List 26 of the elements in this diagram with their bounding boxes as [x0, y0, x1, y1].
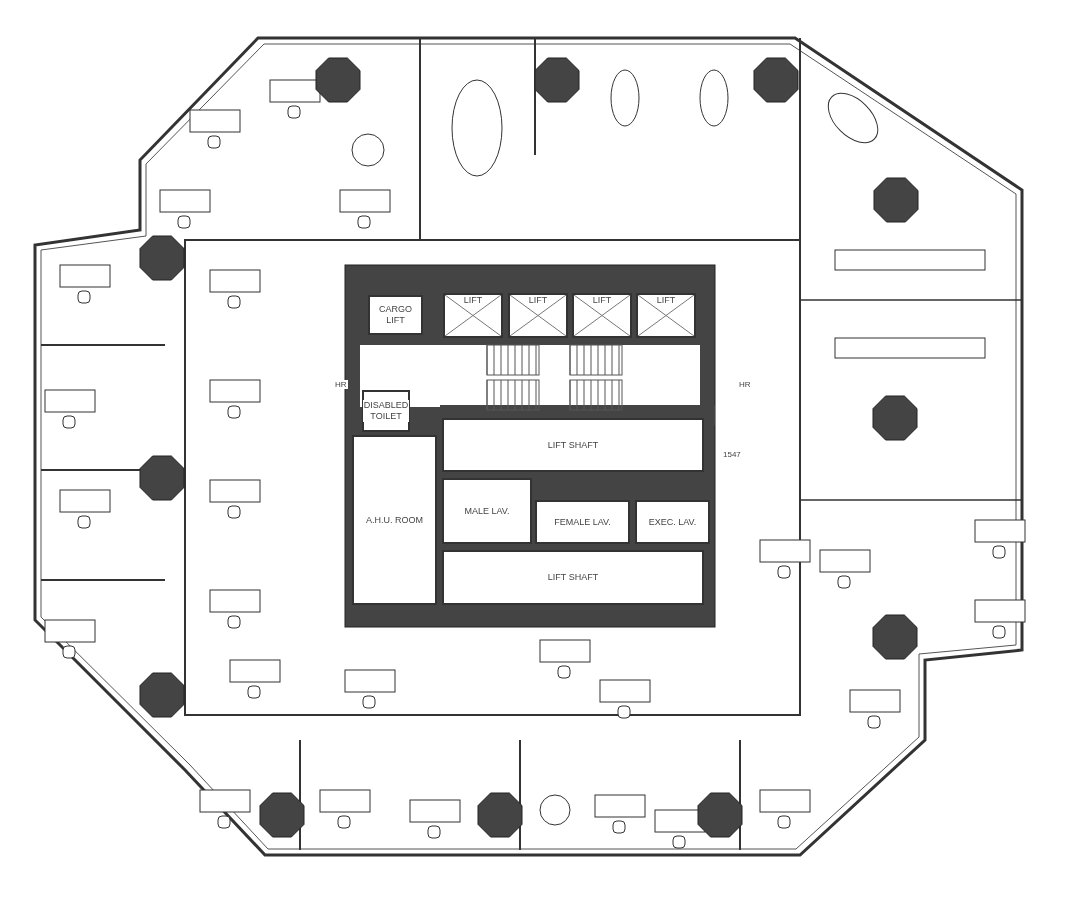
room: [635, 500, 710, 544]
room: [442, 550, 704, 605]
room-code: HR: [334, 380, 348, 389]
room: [442, 418, 704, 472]
room: [508, 293, 568, 338]
room-code: 1547: [722, 450, 742, 459]
room: [352, 435, 437, 605]
room-label: LIFT: [591, 295, 613, 306]
room: [535, 500, 630, 544]
room-code: HR: [738, 380, 752, 389]
room-label: LIFT: [527, 295, 549, 306]
room-label: LIFT: [655, 295, 677, 306]
room: [636, 293, 696, 338]
room: [362, 390, 410, 432]
room-label: DISABLED TOILET: [362, 400, 410, 422]
room-label: EXEC. LAV.: [647, 516, 698, 528]
room: [368, 295, 423, 335]
room-label: MALE LAV.: [463, 505, 511, 517]
room: [442, 478, 532, 544]
room-label: LIFT: [462, 295, 484, 306]
room-label: LIFT SHAFT: [546, 439, 600, 451]
room-label: LIFT SHAFT: [546, 572, 600, 583]
room-label: A.H.U. ROOM: [365, 514, 424, 526]
room-label: FEMALE LAV.: [553, 516, 612, 528]
room: [572, 293, 632, 338]
room: [443, 293, 503, 338]
